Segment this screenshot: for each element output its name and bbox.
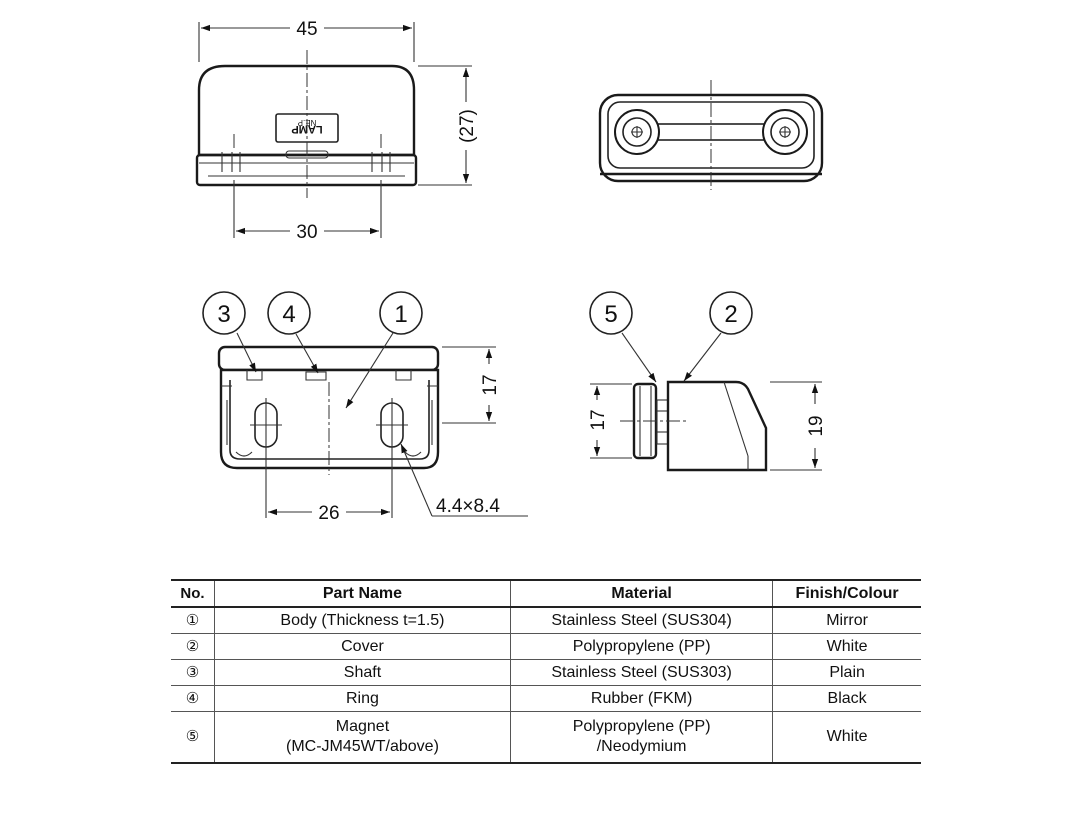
row-finish: Plain: [772, 659, 921, 686]
row-material: Rubber (FKM): [510, 685, 773, 712]
row-part-name: Ring: [213, 685, 511, 712]
material-line-2: /Neodymium: [596, 738, 687, 755]
table-row: ② Cover Polypropylene (PP) White: [171, 633, 921, 660]
svg-text:1: 1: [394, 301, 407, 328]
part-name-line-1: Magnet: [335, 718, 390, 735]
table-row: ③ Shaft Stainless Steel (SUS303) Plain: [171, 659, 921, 686]
row-no: ③: [185, 663, 200, 681]
bottom-view: [598, 80, 824, 190]
table-row: ① Body (Thickness t=1.5) Stainless Steel…: [171, 607, 921, 634]
dim-side-height-magnet: 17: [588, 409, 609, 430]
svg-text:4: 4: [282, 301, 295, 328]
row-material: Stainless Steel (SUS304): [510, 607, 773, 634]
callout-2: 2: [709, 291, 753, 335]
row-material: Polypropylene (PP): [510, 633, 773, 660]
parts-table: No. Part Name Material Finish/Colour ① B…: [171, 579, 921, 764]
dim-top-height: (27): [457, 109, 478, 143]
side-view: 17 19 5 2: [588, 291, 827, 472]
row-finish: Black: [772, 685, 921, 712]
row-part-name: Body (Thickness t=1.5): [213, 607, 511, 634]
row-part-name: Cover: [213, 633, 511, 660]
row-part-name: Shaft: [213, 659, 511, 686]
row-no: ⑤: [185, 728, 200, 745]
row-no: ①: [185, 611, 200, 629]
svg-text:2: 2: [724, 301, 737, 328]
header-finish: Finish/Colour: [772, 580, 921, 607]
row-no: ②: [185, 637, 200, 655]
material-line-1: Polypropylene (PP): [572, 718, 711, 735]
row-material: Stainless Steel (SUS303): [510, 659, 773, 686]
top-view: LAMP NE.P 45 (27) 30: [195, 19, 478, 243]
row-part-name: Magnet (MC-JM45WT/above): [213, 711, 511, 763]
svg-text:5: 5: [604, 301, 617, 328]
technical-drawing: LAMP NE.P 45 (27) 30: [195, 19, 827, 524]
header-no: No.: [180, 584, 205, 602]
table-row: ⑤ Magnet (MC-JM45WT/above) Polypropylene…: [171, 711, 921, 763]
row-finish: White: [772, 633, 921, 660]
dim-front-hole-spacing: 26: [318, 503, 339, 524]
row-no: ④: [185, 689, 200, 707]
table-row: ④ Ring Rubber (FKM) Black: [171, 685, 921, 712]
callout-3: 3: [202, 291, 246, 335]
dim-top-width: 45: [296, 19, 317, 40]
dim-front-height: 17: [480, 374, 501, 395]
callout-1: 1: [379, 291, 423, 335]
callout-5: 5: [589, 291, 633, 335]
header-part-name: Part Name: [213, 580, 511, 607]
dim-slot-size: 4.4×8.4: [436, 496, 500, 517]
row-finish: Mirror: [772, 607, 921, 634]
dim-top-hole-spacing: 30: [296, 222, 317, 243]
row-material: Polypropylene (PP) /Neodymium: [510, 711, 773, 763]
front-view: 17 26 4.4×8.4 3 4 1: [202, 291, 528, 524]
header-material: Material: [510, 580, 773, 607]
row-finish: White: [772, 711, 921, 763]
callout-4: 4: [267, 291, 311, 335]
svg-text:3: 3: [217, 301, 230, 328]
table-header-row: No. Part Name Material Finish/Colour: [171, 580, 921, 607]
dim-side-height-body: 19: [806, 415, 827, 436]
part-name-line-2: (MC-JM45WT/above): [286, 738, 439, 755]
